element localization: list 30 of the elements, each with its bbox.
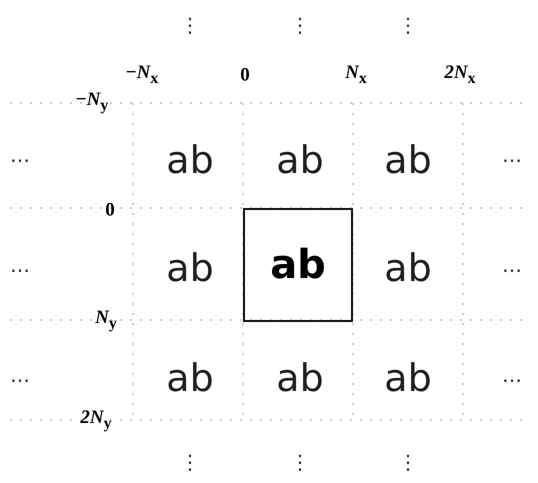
tile-text: ab: [384, 359, 432, 397]
tile-text: ab: [270, 242, 326, 288]
axis-label: N$_{y}$: [95, 308, 117, 332]
axis-label: 2N$_{y}$: [80, 408, 112, 432]
axis-label: 0: [105, 200, 115, 220]
axis-label: 0: [240, 66, 250, 84]
axis-label: N$_{x}$: [345, 63, 367, 87]
vertical-ellipsis: ⋮: [290, 452, 310, 472]
tile-text: ab: [166, 141, 214, 179]
tile-text: ab: [384, 249, 432, 287]
ellipsis: …: [10, 145, 30, 165]
vertical-ellipsis: ⋮: [398, 452, 418, 472]
tile-text: ab: [166, 249, 214, 287]
vertical-ellipsis: ⋮: [180, 452, 200, 472]
axis-label: −N$_{x}$: [126, 63, 158, 87]
ellipsis: …: [502, 145, 522, 165]
tile-text: ab: [166, 359, 214, 397]
ellipsis: …: [502, 255, 522, 275]
ellipsis: …: [502, 365, 522, 385]
highlighted-tile: [243, 208, 353, 322]
axis-label: 2N$_{x}$: [444, 63, 476, 87]
tile-text: ab: [276, 141, 324, 179]
tile-text: ab: [276, 359, 324, 397]
axis-label: −N$_{y}$: [76, 90, 108, 114]
ellipsis: …: [10, 255, 30, 275]
ellipsis: …: [10, 365, 30, 385]
tile-text: ab: [384, 141, 432, 179]
vertical-ellipsis: ⋮: [398, 15, 418, 35]
vertical-ellipsis: ⋮: [290, 15, 310, 35]
vertical-ellipsis: ⋮: [180, 15, 200, 35]
